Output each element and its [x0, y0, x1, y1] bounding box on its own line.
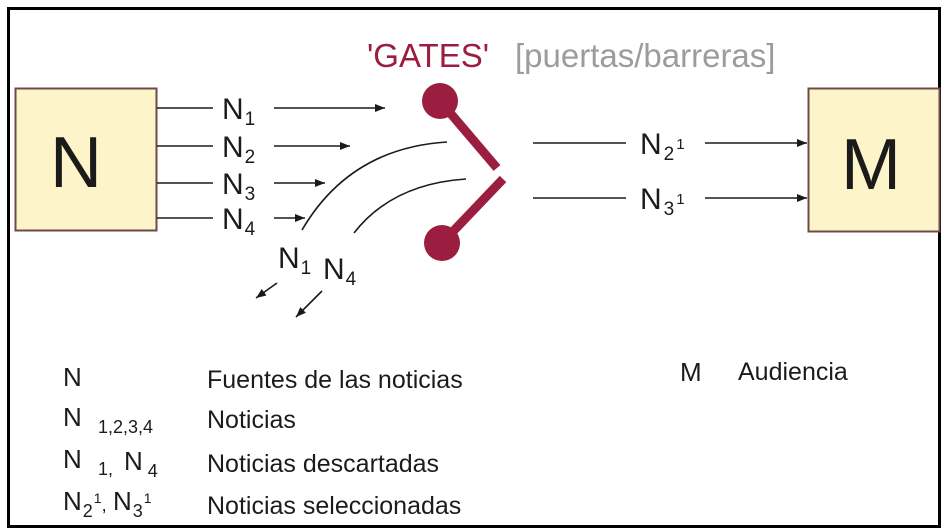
- label-superscript: 1: [676, 191, 684, 208]
- label-base: N: [640, 128, 662, 161]
- symbol-base: N: [124, 446, 143, 476]
- gate-upper-knob: [422, 83, 458, 119]
- gate-lower-knob: [424, 225, 460, 261]
- discard-curve-1: [301, 141, 448, 231]
- label-subscript: 1: [245, 109, 256, 130]
- symbol-separator: ,: [108, 459, 113, 479]
- incoming-news-3: N3: [157, 168, 325, 205]
- legend-description: Noticias seleccionadas: [207, 492, 461, 520]
- symbol-subscript: 2: [83, 501, 93, 521]
- incoming-news-1: N1: [157, 93, 385, 130]
- symbol-separator: ,: [102, 495, 107, 515]
- label-subscript: 3: [664, 199, 675, 220]
- label-base: N: [222, 131, 244, 164]
- symbol-subscript: 1,2,3,4: [98, 417, 153, 437]
- gates-label: 'GATES': [367, 37, 489, 74]
- discard-arrow-2: [295, 290, 323, 318]
- label-subscript: 4: [346, 269, 357, 290]
- legend-row-news: N 1,2,3,4 Noticias: [63, 402, 296, 437]
- label-base: N: [278, 242, 300, 275]
- legend-symbol: N21,N31: [63, 486, 152, 521]
- legend-row-selected: N21,N31 Noticias seleccionadas: [63, 486, 461, 521]
- audience-box: M: [807, 87, 941, 233]
- news-sources-box-label: N: [50, 123, 102, 203]
- label-subscript: 4: [245, 219, 256, 240]
- news-sources-box-shape: [14, 87, 158, 232]
- label-base: N: [323, 253, 345, 286]
- legend-description: Fuentes de las noticias: [207, 366, 463, 394]
- news-sources-box: N: [14, 87, 158, 232]
- discard-arrow-1: [255, 282, 278, 299]
- discard-curve-2: [353, 178, 467, 234]
- gate: [422, 83, 507, 261]
- label-base: N: [222, 93, 244, 126]
- legend: N Fuentes de las noticias N 1,2,3,4 Notic…: [63, 357, 848, 521]
- symbol-base: N: [63, 402, 82, 432]
- symbol-subscript: 1: [98, 459, 108, 479]
- legend-description: Noticias: [207, 406, 296, 434]
- legend-row-sources: N Fuentes de las noticias: [63, 362, 463, 394]
- incoming-news-label: N4: [222, 203, 256, 240]
- symbol-subscript: 3: [133, 501, 143, 521]
- incoming-news-label: N3: [222, 168, 255, 205]
- incoming-news-4: N4: [157, 203, 305, 240]
- symbol-base: N: [63, 486, 82, 516]
- symbol-superscript: 1: [144, 490, 152, 506]
- label-base: N: [222, 203, 244, 236]
- incoming-news-2: N2: [157, 131, 350, 168]
- label-superscript: 1: [676, 136, 684, 153]
- legend-symbol: M: [680, 357, 702, 387]
- discarded-news: N1 N4: [255, 141, 467, 318]
- audience-box-shape: [807, 87, 941, 233]
- symbol-base: N: [113, 486, 132, 516]
- legend-description: Audiencia: [738, 358, 848, 386]
- audience-box-label: M: [841, 125, 901, 205]
- symbol-base: N: [63, 444, 82, 474]
- gates-translation: [puertas/barreras]: [515, 37, 775, 74]
- label-subscript: 3: [245, 184, 256, 205]
- legend-row-audience: M Audiencia: [680, 357, 848, 387]
- legend-description: Noticias descartadas: [207, 450, 439, 478]
- diagram-frame: [7, 7, 941, 528]
- incoming-news-label: N2: [222, 131, 255, 168]
- incoming-news-label: N1: [222, 93, 255, 130]
- legend-symbol: N 1,2,3,4: [63, 402, 153, 437]
- gates-title: 'GATES' [puertas/barreras]: [367, 37, 775, 74]
- label-base: N: [640, 183, 662, 216]
- discarded-label-2: N4: [323, 253, 357, 290]
- discarded-label-1: N1: [278, 242, 311, 279]
- symbol-superscript: 1: [94, 490, 102, 506]
- legend-symbol: N: [63, 362, 82, 392]
- symbol-subscript: 4: [148, 461, 158, 481]
- label-subscript: 2: [664, 144, 675, 165]
- label-subscript: 1: [301, 258, 312, 279]
- label-subscript: 2: [245, 147, 256, 168]
- label-base: N: [222, 168, 244, 201]
